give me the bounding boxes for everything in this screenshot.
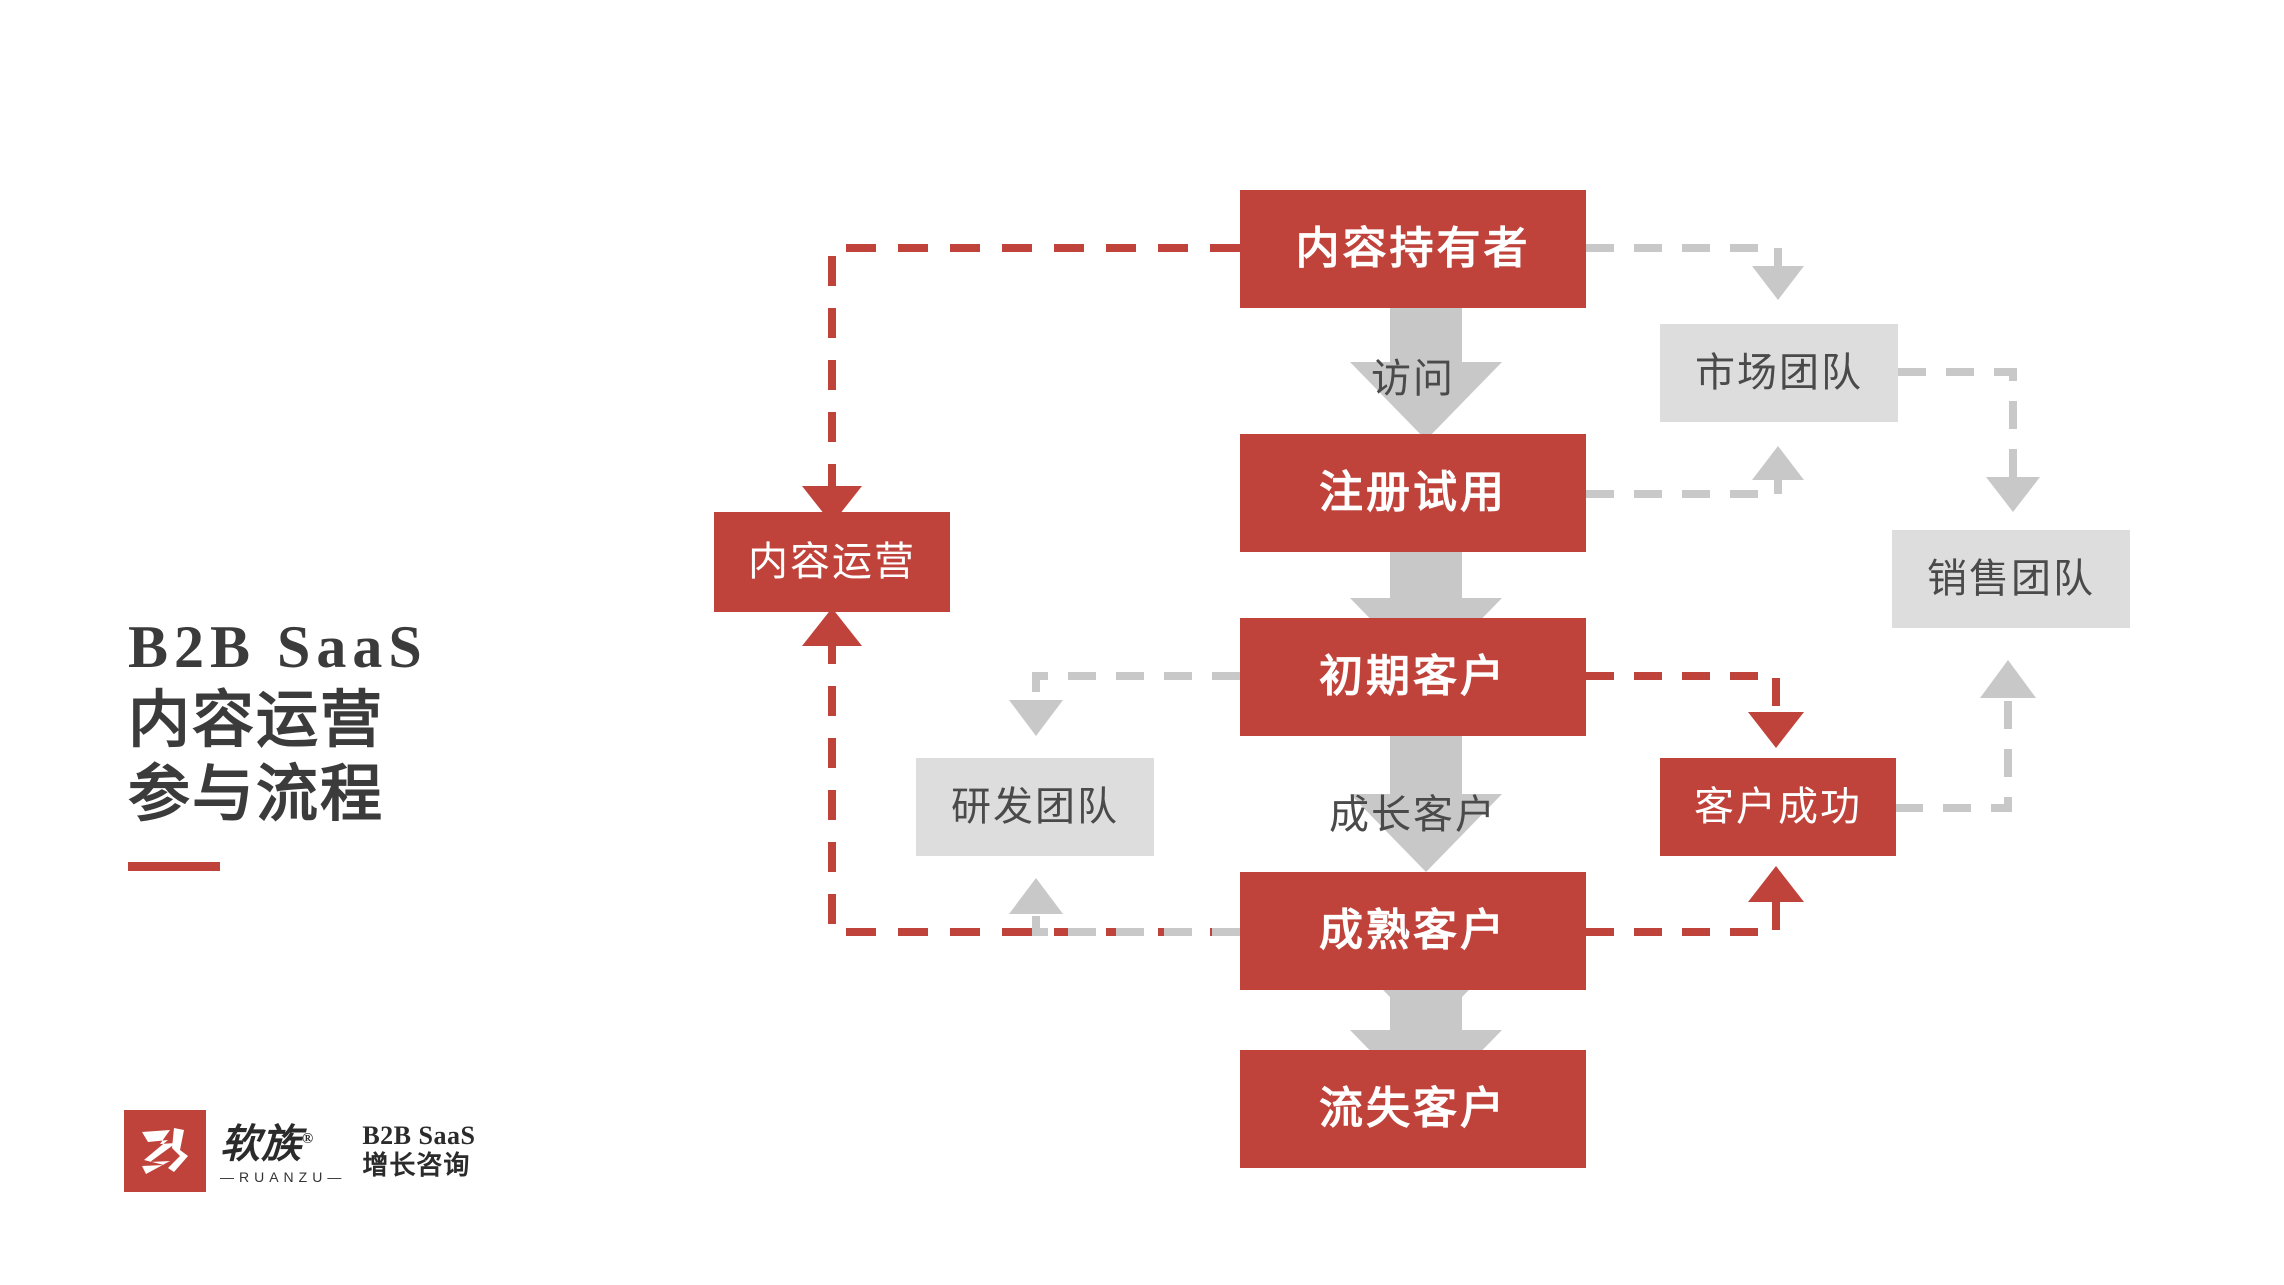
edge-signup-trial-to-marketing-team (1586, 446, 1804, 498)
node-label: 内容运营 (748, 540, 916, 584)
edge-early-customer-to-rnd-team (1009, 672, 1240, 736)
edge-content-owner-to-marketing-team (1586, 244, 1804, 300)
title-line-3: 参与流程 (128, 761, 385, 829)
node-label: 注册试用 (1319, 468, 1507, 517)
brand-name-block: 软族® —RUANZU— (220, 1117, 347, 1185)
node-label: 销售团队 (1927, 557, 2095, 601)
brand-tagline-line2: 增长咨询 (362, 1151, 471, 1180)
edge-early-customer-to-customer-success (1586, 672, 1804, 748)
node-content-ops[interactable]: 内容运营 (714, 512, 950, 612)
brand-pinyin: —RUANZU— (220, 1168, 347, 1185)
node-label: 研发团队 (951, 785, 1119, 829)
node-rnd-team[interactable]: 研发团队 (916, 758, 1154, 856)
edge-mature-customer-to-customer-success (1586, 866, 1804, 936)
brand-name-text: 软族 (220, 1121, 302, 1167)
title-line-1: B2B SaaS (128, 614, 428, 680)
ruanzu-glyph-icon (130, 1116, 200, 1186)
edge-customer-success-to-sales-team (1895, 660, 2036, 812)
registered-mark-icon: ® (302, 1131, 315, 1148)
title-line-2: 内容运营 (128, 687, 385, 755)
node-label: 内容持有者 (1295, 224, 1531, 273)
ruanzu-logo-icon (124, 1110, 206, 1192)
brand-tagline: B2B SaaS 增长咨询 (362, 1121, 475, 1181)
node-mature-customer[interactable]: 成熟客户 (1240, 872, 1586, 990)
node-marketing-team[interactable]: 市场团队 (1660, 324, 1898, 422)
node-customer-success[interactable]: 客户成功 (1660, 758, 1896, 856)
node-early-customer[interactable]: 初期客户 (1240, 618, 1586, 736)
page-title: B2B SaaS 内容运营 参与流程 (128, 610, 428, 832)
title-underline-rule (128, 862, 220, 871)
edge-content-owner-to-content-ops (802, 244, 1240, 524)
node-label: 市场团队 (1695, 351, 1863, 395)
edge-mature-customer-to-rnd-team (1009, 878, 1240, 936)
node-label: 客户成功 (1694, 785, 1862, 829)
caption-growth-customer: 成长客户 (1329, 793, 1497, 837)
node-sales-team[interactable]: 销售团队 (1892, 530, 2130, 628)
caption-visit: 访问 (1371, 357, 1455, 401)
node-label: 成熟客户 (1319, 906, 1507, 955)
edge-marketing-team-to-sales-team (1898, 368, 2040, 512)
node-content-owner[interactable]: 内容持有者 (1240, 190, 1586, 308)
node-signup-trial[interactable]: 注册试用 (1240, 434, 1586, 552)
node-label: 初期客户 (1319, 652, 1507, 701)
brand-logo: 软族® —RUANZU— B2B SaaS 增长咨询 (124, 1110, 475, 1192)
node-label: 流失客户 (1319, 1084, 1507, 1133)
node-churned-customer[interactable]: 流失客户 (1240, 1050, 1586, 1168)
brand-tagline-line1: B2B SaaS (362, 1121, 476, 1150)
brand-name-cn: 软族® (220, 1117, 346, 1166)
